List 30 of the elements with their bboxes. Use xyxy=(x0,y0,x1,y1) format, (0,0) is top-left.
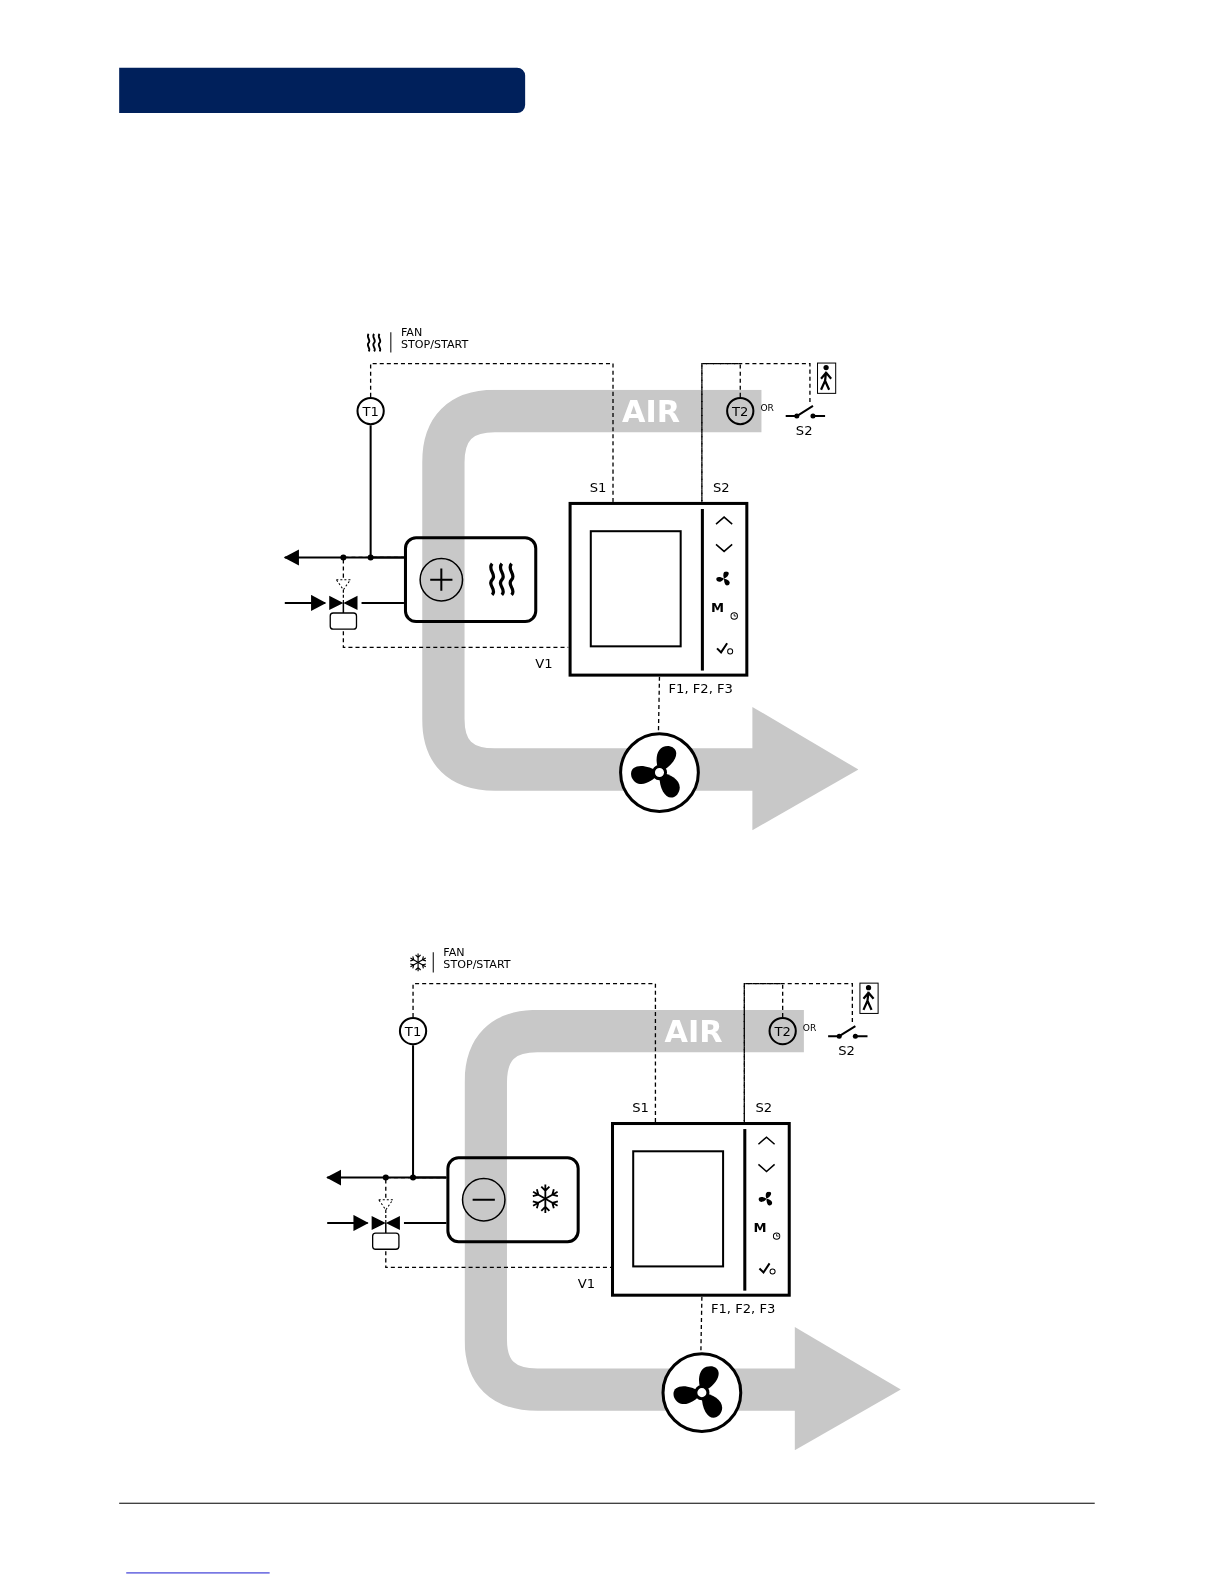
fan-stop-start-label: FAN STOP/START xyxy=(443,947,512,972)
switch-label: S2 xyxy=(838,1043,855,1059)
fan-stop-start-label: FAN STOP/START xyxy=(400,327,470,352)
signal-wire xyxy=(657,675,661,733)
mode-key-label: M xyxy=(753,1219,767,1236)
switch-label: S2 xyxy=(795,423,813,439)
thermostat-panel xyxy=(611,1122,791,1297)
signal-wire xyxy=(369,362,614,503)
flow-arrow xyxy=(284,594,327,611)
signal-wire xyxy=(743,983,784,1123)
thermostat-panel xyxy=(568,501,749,677)
signal-wire xyxy=(701,362,811,503)
pipe-line xyxy=(412,1045,447,1179)
sensor-circle: T1 xyxy=(356,396,385,426)
flow-arrow xyxy=(327,1214,369,1232)
coil-unit xyxy=(403,536,538,624)
pipe-line xyxy=(369,425,404,559)
or-label: OR xyxy=(802,1023,817,1034)
mode-key-label: M xyxy=(710,599,725,616)
pipe-line xyxy=(361,601,404,604)
signal-wire xyxy=(700,1296,703,1353)
or-label: OR xyxy=(760,402,774,414)
signal-wire xyxy=(385,1176,448,1199)
sensor-circle: T1 xyxy=(398,1016,428,1046)
signal-wire xyxy=(412,983,657,1123)
pipe-line xyxy=(403,1222,447,1224)
signal-wire xyxy=(701,362,741,503)
signal-wire xyxy=(342,556,405,579)
signal-wire xyxy=(743,983,853,1123)
coil-unit xyxy=(446,1156,580,1244)
